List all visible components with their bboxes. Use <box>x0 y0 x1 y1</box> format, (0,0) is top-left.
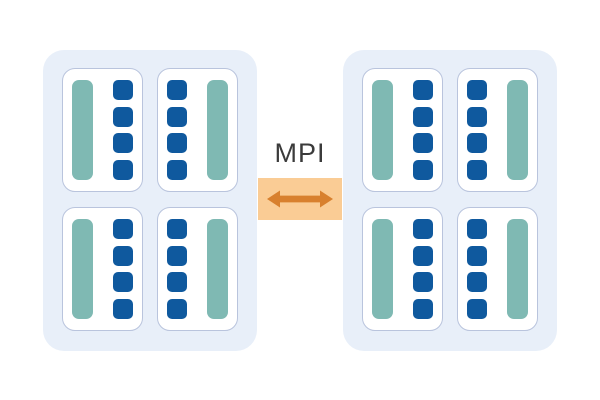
teal-bar <box>372 219 393 319</box>
core-square <box>167 245 187 266</box>
socket <box>362 68 443 192</box>
core-square <box>413 106 433 127</box>
core-column <box>113 219 133 319</box>
core-square <box>467 298 487 319</box>
core-square <box>113 245 133 266</box>
core-square <box>113 219 133 239</box>
core-square <box>167 80 187 100</box>
core-column <box>113 80 133 180</box>
core-square <box>413 133 433 154</box>
core-square <box>467 272 487 293</box>
core-square <box>167 272 187 293</box>
node-right <box>343 50 557 351</box>
core-column <box>467 219 487 319</box>
teal-bar <box>207 80 228 180</box>
core-square <box>413 159 433 180</box>
teal-bar <box>507 80 528 180</box>
socket <box>457 207 538 331</box>
core-column <box>167 80 187 180</box>
mpi-link-band <box>258 178 342 220</box>
node-left <box>43 50 257 351</box>
core-column <box>413 219 433 319</box>
socket-grid <box>43 50 257 351</box>
socket <box>362 207 443 331</box>
core-column <box>167 219 187 319</box>
core-square <box>113 272 133 293</box>
teal-bar <box>207 219 228 319</box>
socket <box>157 68 238 192</box>
core-square <box>467 219 487 239</box>
double-arrow-icon <box>266 188 334 210</box>
core-square <box>467 159 487 180</box>
core-square <box>113 133 133 154</box>
core-square <box>413 245 433 266</box>
core-square <box>167 298 187 319</box>
core-square <box>467 80 487 100</box>
socket <box>62 68 143 192</box>
core-square <box>413 298 433 319</box>
teal-bar <box>372 80 393 180</box>
core-column <box>467 80 487 180</box>
teal-bar <box>72 80 93 180</box>
core-square <box>113 106 133 127</box>
socket-grid <box>343 50 557 351</box>
core-square <box>467 106 487 127</box>
core-square <box>413 80 433 100</box>
core-square <box>413 272 433 293</box>
core-square <box>167 159 187 180</box>
teal-bar <box>72 219 93 319</box>
core-square <box>167 219 187 239</box>
core-square <box>467 133 487 154</box>
core-square <box>467 245 487 266</box>
socket <box>62 207 143 331</box>
core-square <box>167 106 187 127</box>
socket <box>157 207 238 331</box>
core-column <box>413 80 433 180</box>
mpi-label: MPI <box>274 138 326 168</box>
teal-bar <box>507 219 528 319</box>
core-square <box>167 133 187 154</box>
socket <box>457 68 538 192</box>
core-square <box>113 159 133 180</box>
core-square <box>413 219 433 239</box>
core-square <box>113 80 133 100</box>
core-square <box>113 298 133 319</box>
